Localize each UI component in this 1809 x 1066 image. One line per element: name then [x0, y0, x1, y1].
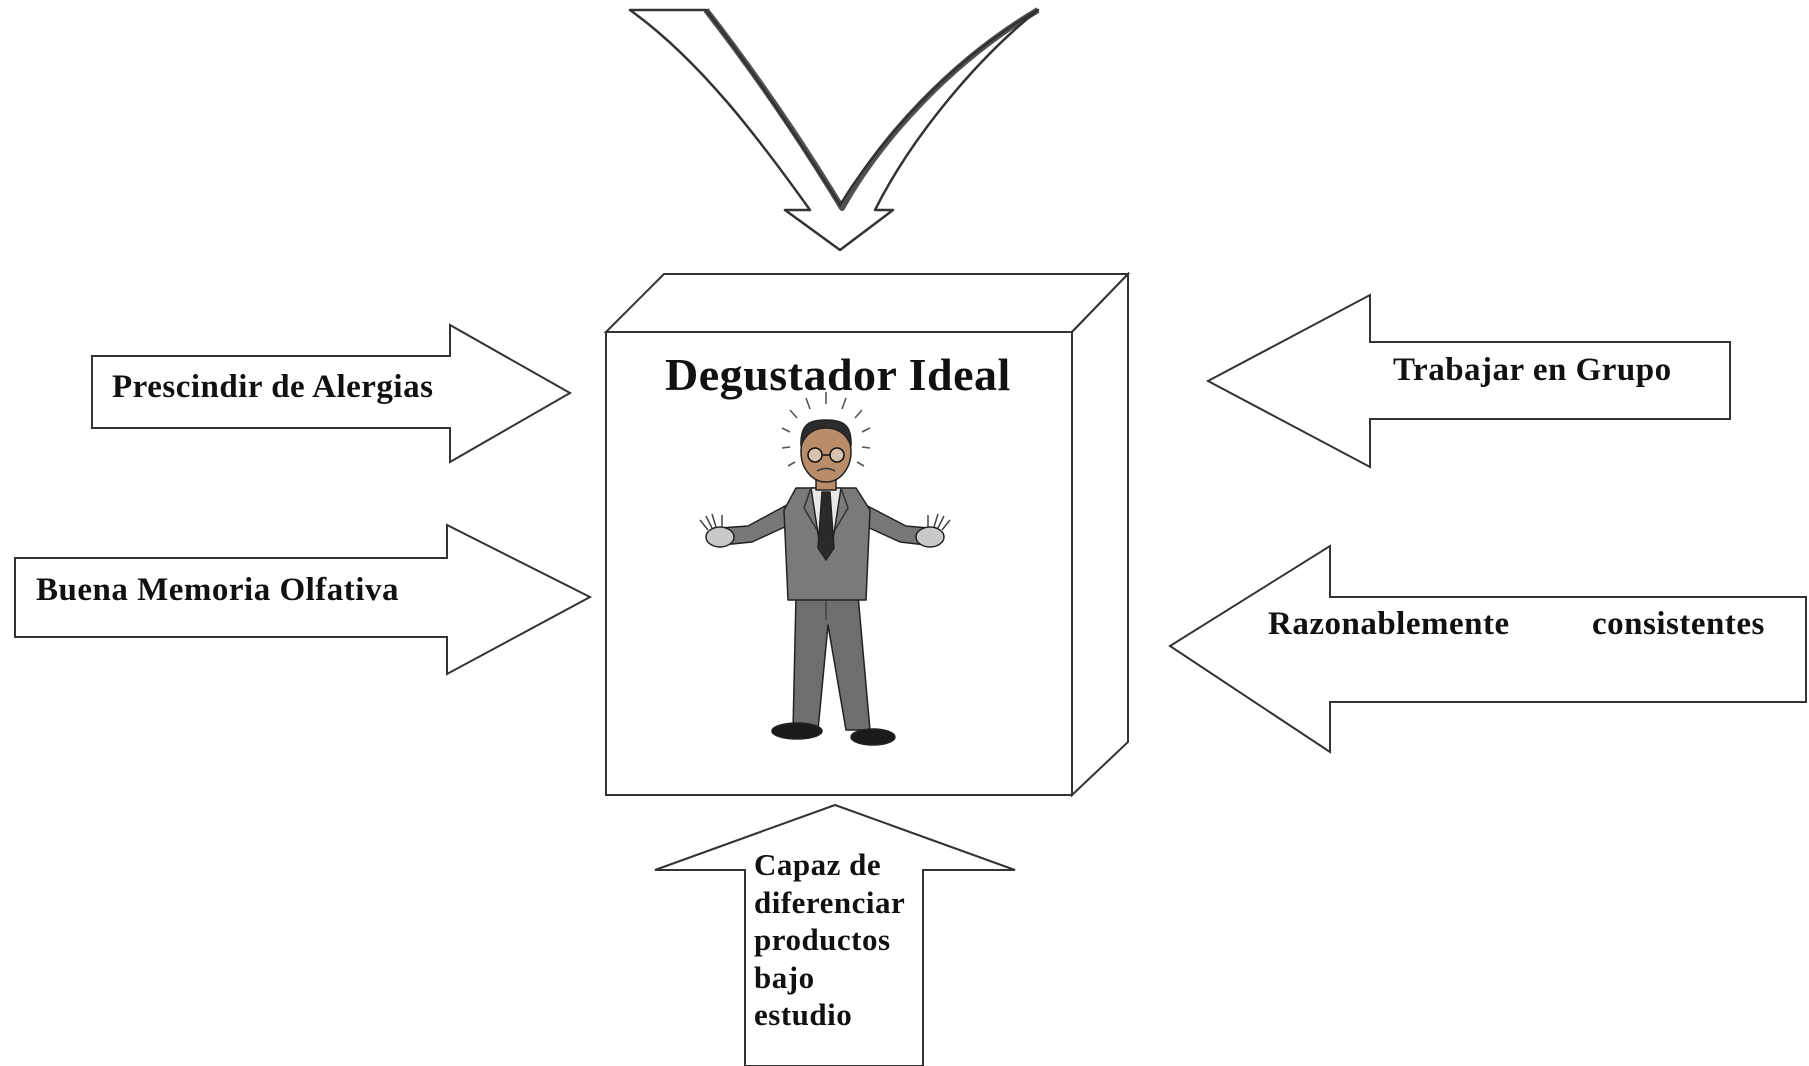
top-curved-arrow [628, 7, 1040, 252]
label-buena-memoria-olfativa: Buena Memoria Olfativa [36, 572, 399, 608]
arrow-left-lower [14, 523, 593, 676]
box-title: Degustador Ideal [665, 349, 1011, 400]
bottom-line-5: estudio [754, 997, 853, 1032]
bottom-line-1: Capaz de [754, 847, 882, 882]
bottom-line-3: productos [754, 922, 891, 957]
label-consistentes: consistentes [1592, 606, 1765, 642]
label-prescindir-de-alergias: Prescindir de Alergias [112, 369, 434, 405]
confused-businessman-icon [699, 392, 951, 746]
arrow-left-upper [91, 323, 573, 464]
bottom-line-4: bajo [754, 959, 815, 995]
box-side-face [1071, 271, 1129, 798]
arrow-right-lower [1168, 544, 1807, 754]
box-top-face [603, 273, 1131, 333]
arrow-bottom [654, 803, 1016, 1066]
label-trabajar-en-grupo: Trabajar en Grupo [1393, 352, 1672, 388]
arrow-right-upper [1205, 293, 1731, 469]
label-capaz-de-diferenciar: Capaz de diferenciar productos bajo estu… [754, 846, 905, 1034]
label-razonablemente: Razonablemente [1268, 606, 1510, 642]
bottom-line-2: diferenciar [754, 884, 906, 920]
